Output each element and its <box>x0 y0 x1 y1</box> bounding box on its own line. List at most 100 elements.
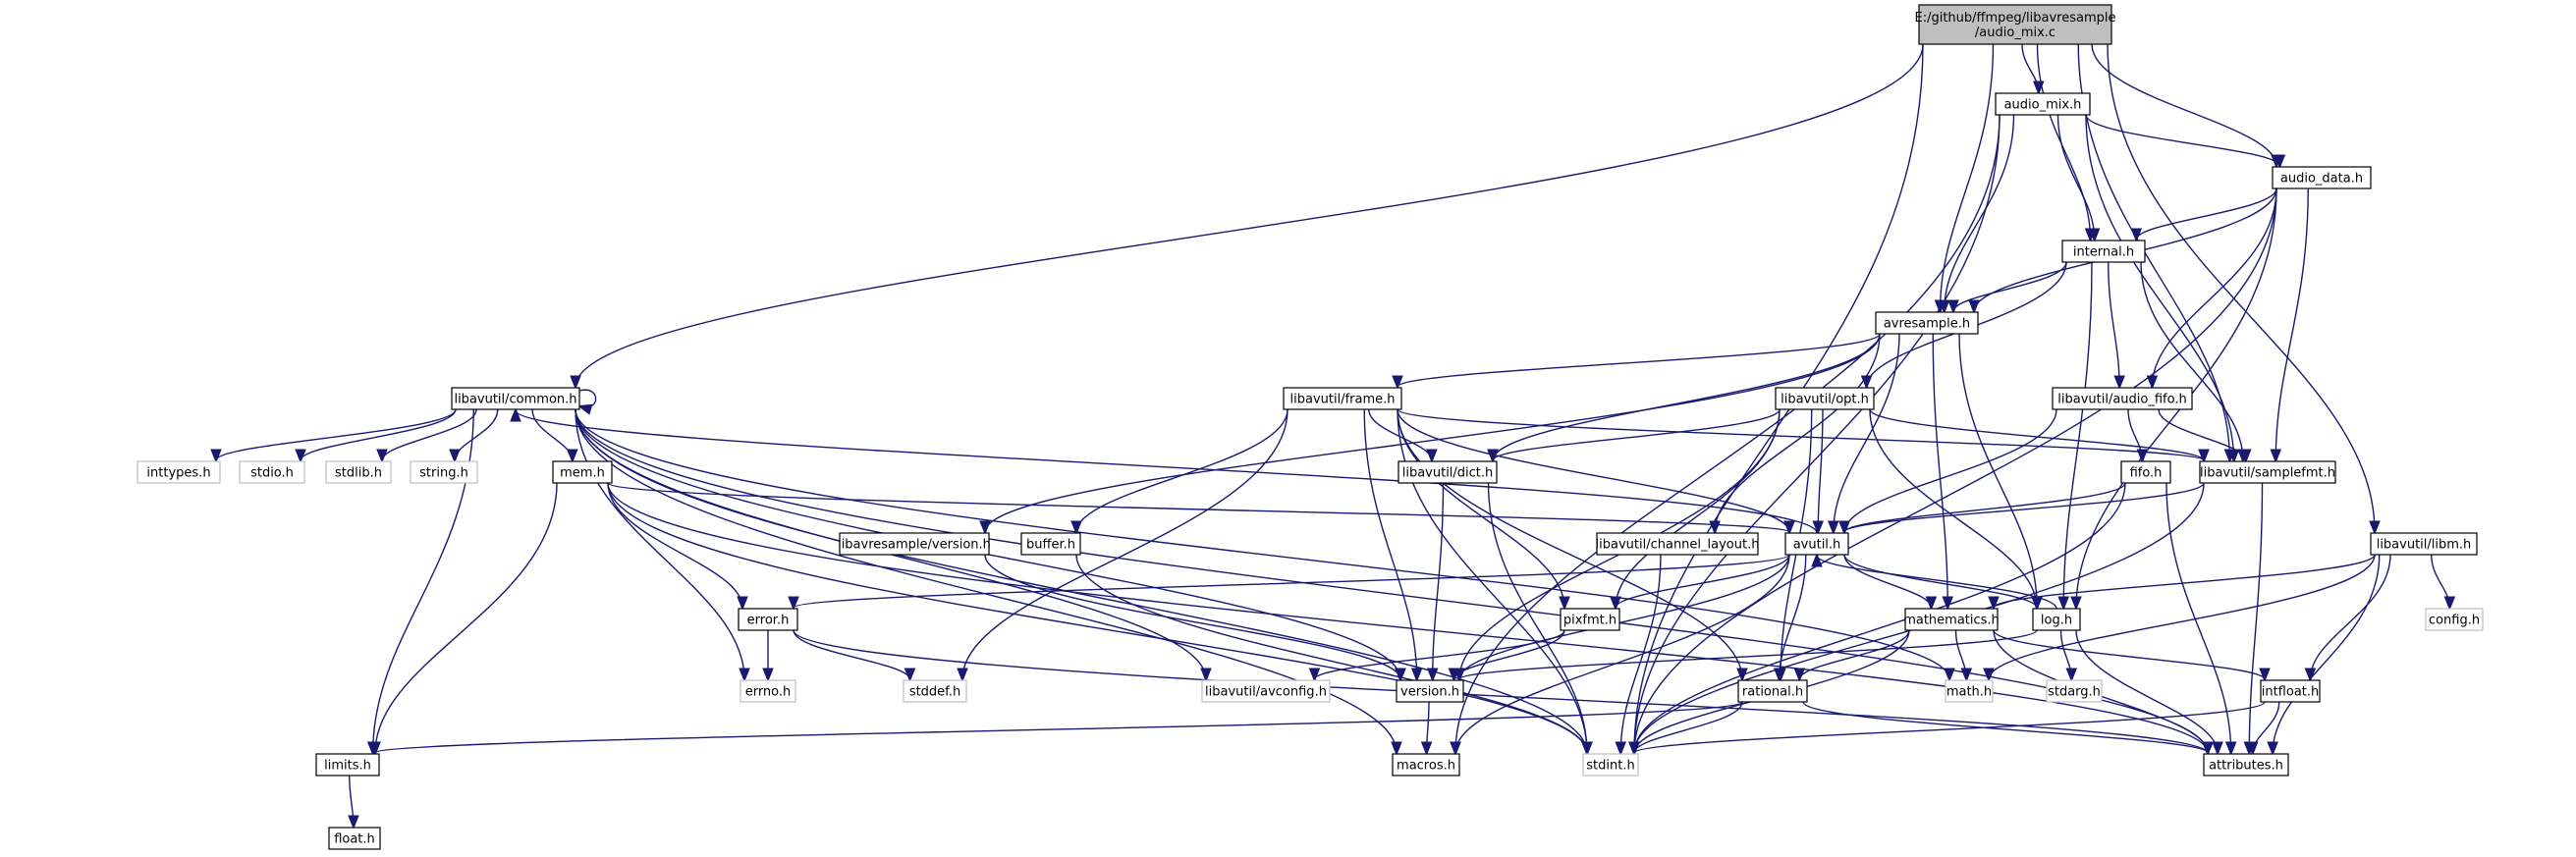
edge-audio_data_h-to-samplefmt_h <box>2275 187 2309 460</box>
node-box <box>1283 387 1402 410</box>
edge-avutil_h-to-log_h <box>1843 554 2037 608</box>
edge-libm_h-to-intfloat_h <box>2310 554 2391 679</box>
node-label: libavutil/frame.h <box>1290 393 1396 407</box>
edge-log_h-to-attributes_h <box>2075 629 2218 753</box>
node-box <box>839 532 990 556</box>
node-channel-layout-h[interactable]: libavutil/channel_layout.h <box>1596 532 1760 556</box>
node-libm-h[interactable]: libavutil/libm.h <box>2370 532 2478 556</box>
edge-opt_h-to-log_h <box>1869 408 2037 608</box>
node-frame-h[interactable]: libavutil/frame.h <box>1283 387 1402 410</box>
edge-frame_h-to-stddef_h <box>962 408 1288 679</box>
edge-rational_h-to-attributes_h <box>1802 701 2208 753</box>
edge-audio_mix_h-to-audio_data_h <box>2085 114 2279 166</box>
node-box <box>738 608 798 631</box>
edge-avr_version_h-to-version_h <box>984 554 1400 679</box>
node-box <box>1020 532 1081 556</box>
node-box <box>2272 166 2372 189</box>
edge-libm_h-to-config_h <box>2431 554 2450 608</box>
node-label: avresample.h <box>1884 317 1970 332</box>
node-limits-h[interactable]: limits.h <box>315 753 380 777</box>
node-label: mathematics.h <box>1903 614 2000 628</box>
node-mathematics-h[interactable]: mathematics.h <box>1903 608 2000 631</box>
node-label: stdarg.h <box>2048 685 2101 700</box>
edge-main-to-avresample_h <box>1941 43 1995 311</box>
edge-audio_mix_h-to-samplefmt_h <box>2085 114 2234 460</box>
node-label: pixfmt.h <box>1563 614 1617 628</box>
node-label: math.h <box>1946 685 1992 700</box>
edge-avresample_h-to-frame_h <box>1398 333 1881 387</box>
edge-version_h-to-macros_h <box>1427 701 1429 753</box>
edge-libm_h-to-math_h <box>1989 554 2376 679</box>
node-box <box>2425 608 2484 631</box>
node-opt-h[interactable]: libavutil/opt.h <box>1775 387 1875 410</box>
edge-intfloat_h-to-attributes_h <box>2253 701 2280 753</box>
node-macros-h[interactable]: macros.h <box>1392 753 1460 777</box>
node-dict-h[interactable]: libavutil/dict.h <box>1398 460 1498 484</box>
edge-frame_h-to-buffer_h <box>1076 408 1288 532</box>
node-samplefmt-h[interactable]: libavutil/samplefmt.h <box>2199 460 2336 484</box>
node-inttypes-h: inttypes.h <box>137 460 221 484</box>
node-label: inttypes.h <box>146 466 210 481</box>
node-label: audio_data.h <box>2280 172 2363 187</box>
edge-audio_data_h-to-stdint_h <box>1634 187 2277 753</box>
edge-common_h-to-mem_h <box>531 408 573 460</box>
edge-main-to-audio_mix_h <box>2021 43 2039 92</box>
node-box <box>1737 679 1808 703</box>
node-box <box>1560 608 1620 631</box>
node-box <box>328 827 381 850</box>
edge-log_h-to-stdarg_h <box>2059 629 2072 679</box>
node-label: libavutil/dict.h <box>1402 466 1494 481</box>
node-audio-fifo-h[interactable]: libavutil/audio_fifo.h <box>2052 387 2193 410</box>
edge-avutil_h-to-common_h <box>516 410 1818 534</box>
node-box <box>1918 4 2112 45</box>
node-buffer-h[interactable]: buffer.h <box>1020 532 1081 556</box>
node-audio-mix-h[interactable]: audio_mix.h <box>1995 92 2091 116</box>
edge-fifo_h-to-avutil_h <box>1844 482 2126 532</box>
node-label: mem.h <box>560 466 605 481</box>
edge-common_h-to-math_h <box>575 408 1949 679</box>
node-label: libavutil/common.h <box>454 393 576 407</box>
edge-avresample_h-to-channel_layout_h <box>1715 333 1881 532</box>
edge-audio_data_h-to-audio_fifo_h <box>2152 187 2277 387</box>
edge-audio_mix_h-to-avresample_h <box>1945 114 2015 311</box>
node-intfloat-h[interactable]: intfloat.h <box>2260 679 2321 703</box>
edge-dict_h-to-stdint_h <box>1487 482 1588 753</box>
node-avutil-h[interactable]: avutil.h <box>1784 532 1849 556</box>
edge-audio_data_h-to-log_h <box>2076 187 2277 608</box>
node-attributes-h[interactable]: attributes.h <box>2203 753 2289 777</box>
node-box <box>1775 387 1875 410</box>
node-float-h[interactable]: float.h <box>328 827 381 850</box>
node-rational-h[interactable]: rational.h <box>1737 679 1808 703</box>
node-box <box>315 753 380 777</box>
node-fifo-h[interactable]: fifo.h <box>2120 460 2171 484</box>
node-version-h[interactable]: version.h <box>1396 679 1464 703</box>
node-label: attributes.h <box>2209 759 2283 774</box>
edge-common_h-to-string_h <box>455 408 499 460</box>
node-avresample-h[interactable]: avresample.h <box>1875 311 1979 335</box>
node-label: stdlib.h <box>335 466 382 481</box>
node-common-h[interactable]: libavutil/common.h <box>451 387 580 410</box>
node-box <box>1945 679 1994 703</box>
node-label: avutil.h <box>1793 538 1841 553</box>
node-internal-h[interactable]: internal.h <box>2061 240 2146 263</box>
node-log-h[interactable]: log.h <box>2032 608 2081 631</box>
edge-mathematics_h-to-intfloat_h <box>1993 629 2265 679</box>
edge-main-to-common_h <box>575 43 1924 387</box>
node-audio-data-h[interactable]: audio_data.h <box>2272 166 2372 189</box>
edge-mem_h-to-limits_h <box>375 482 558 753</box>
node-avr-version-h[interactable]: libavresample/version.h <box>838 532 991 556</box>
edge-avutil_h-to-macros_h <box>1455 554 1790 753</box>
node-box <box>2260 679 2321 703</box>
edge-frame_h-to-version_h <box>1363 408 1416 679</box>
edge-main-to-audio_data_h <box>2091 43 2276 166</box>
node-mem-h[interactable]: mem.h <box>552 460 613 484</box>
node-pixfmt-h[interactable]: pixfmt.h <box>1560 608 1620 631</box>
node-label: buffer.h <box>1026 538 1075 553</box>
node-box <box>1582 753 1639 777</box>
node-error-h[interactable]: error.h <box>738 608 798 631</box>
edge-opt_h-to-pixfmt_h <box>1616 408 1781 608</box>
node-box <box>451 387 580 410</box>
edge-avutil_h-to-mathematics_h <box>1843 554 1931 608</box>
node-main[interactable]: E:/github/ffmpeg/libavresample/audio_mix… <box>1914 4 2116 45</box>
